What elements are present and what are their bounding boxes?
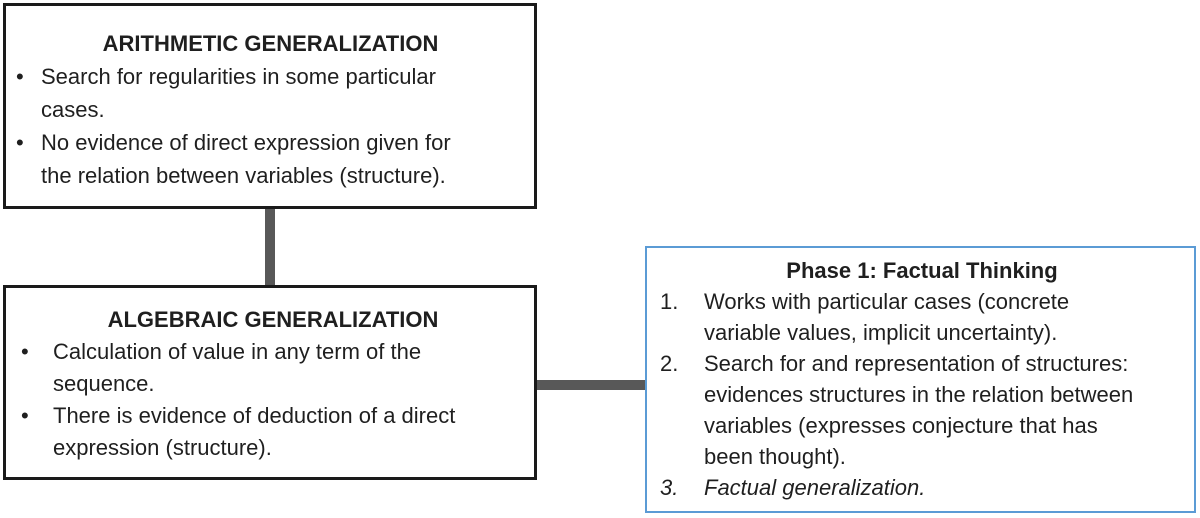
list-item: 1. Works with particular cases (concrete… — [656, 286, 1188, 348]
algebraic-generalization-box: ALGEBRAIC GENERALIZATION • Calculation o… — [3, 285, 537, 480]
vertical-connector — [265, 209, 275, 285]
bullet-marker: • — [16, 64, 24, 89]
list-item: • No evidence of direct expression given… — [11, 126, 530, 192]
algebraic-box-title: ALGEBRAIC GENERALIZATION — [107, 307, 439, 332]
arithmetic-generalization-box: ARITHMETIC GENERALIZATION • Search for r… — [3, 3, 537, 209]
list-item: 3. Factual generalization. — [656, 472, 1188, 503]
list-item: 2. Search for and representation of stru… — [656, 348, 1188, 472]
list-item-text: Factual generalization. — [704, 475, 926, 500]
number-marker: 2. — [660, 351, 679, 376]
list-item-text: Works with particular cases (concrete va… — [704, 289, 1070, 345]
horizontal-connector — [537, 380, 645, 390]
list-item: • There is evidence of deduction of a di… — [16, 400, 530, 464]
arithmetic-box-title: ARITHMETIC GENERALIZATION — [102, 31, 439, 56]
phase1-factual-thinking-box: Phase 1: Factual Thinking 1. Works with … — [645, 246, 1196, 513]
number-marker: 3. — [660, 475, 679, 500]
list-item-text: Search for regularities in some particul… — [41, 64, 436, 122]
phase1-box-title: Phase 1: Factual Thinking — [786, 258, 1058, 283]
list-item: • Search for regularities in some partic… — [11, 60, 530, 126]
bullet-marker: • — [21, 403, 29, 428]
list-item-text: There is evidence of deduction of a dire… — [53, 403, 456, 460]
list-item-text: No evidence of direct expression given f… — [41, 130, 451, 188]
list-item-text: Search for and representation of structu… — [704, 351, 1134, 469]
bullet-marker: • — [21, 339, 29, 364]
bullet-marker: • — [16, 130, 24, 155]
list-item-text: Calculation of value in any term of the … — [53, 339, 422, 396]
number-marker: 1. — [660, 289, 679, 314]
list-item: • Calculation of value in any term of th… — [16, 336, 530, 400]
